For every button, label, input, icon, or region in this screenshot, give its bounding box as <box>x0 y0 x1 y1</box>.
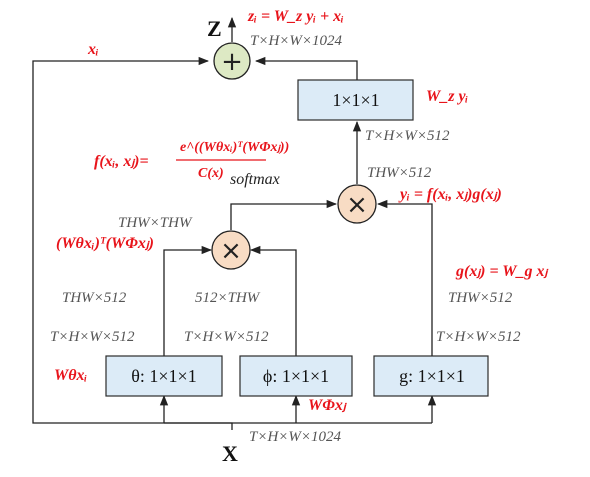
wz-to-add <box>254 56 358 80</box>
x-label: X <box>222 441 238 466</box>
softmax-equation: f(xᵢ, xⱼ)= e^((Wθxᵢ)ᵀ(WΦxⱼ)) C(x) softma… <box>94 140 289 188</box>
matmul-operator-attention: × <box>211 230 251 270</box>
g-reshaped-dim: THW×512 <box>448 290 513 306</box>
g-to-matmul <box>376 199 433 356</box>
phi-conv-label: ϕ: 1×1×1 <box>263 366 329 386</box>
softmax-denominator: C(x) <box>198 166 224 181</box>
g-conv-box: g: 1×1×1 <box>373 355 489 397</box>
softmax-label: softmax <box>230 171 280 188</box>
theta-out-dim: T×H×W×512 <box>50 329 135 345</box>
wz-conv-box: 1×1×1 <box>297 79 414 121</box>
phi-reshaped-dim: 512×THW <box>195 290 261 306</box>
attention-to-matmul <box>230 199 338 230</box>
dot-product-annotation: (Wθxᵢ)ᵀ(WΦxⱼ) <box>56 235 154 252</box>
theta-conv-label: θ: 1×1×1 <box>131 366 196 386</box>
matmul-symbol-1: × <box>220 236 242 266</box>
matmul-symbol-2: × <box>346 190 368 220</box>
phi-conv-box: ϕ: 1×1×1 <box>239 355 353 397</box>
z-label: Z <box>207 16 222 41</box>
phi-to-matmul <box>249 245 297 356</box>
theta-conv-box: θ: 1×1×1 <box>105 355 223 397</box>
y-reshaped-dim: THW×512 <box>367 165 432 181</box>
softmax-eq-lhs: f(xᵢ, xⱼ)= <box>94 153 149 170</box>
wz-conv-label: 1×1×1 <box>332 90 379 110</box>
add-symbol: + <box>221 47 243 77</box>
g-out-dim: T×H×W×512 <box>436 329 521 345</box>
softmax-numerator: e^((Wθxᵢ)ᵀ(WΦxⱼ)) <box>180 140 289 155</box>
zi-equation: zᵢ = W_z yᵢ + xᵢ <box>247 8 344 25</box>
wtheta-annotation: Wθxᵢ <box>54 367 88 384</box>
wzyi-annotation: W_z yᵢ <box>426 88 469 105</box>
z-dim: T×H×W×1024 <box>250 33 343 49</box>
xi-annotation: xᵢ <box>87 41 99 58</box>
theta-to-matmul <box>163 245 213 356</box>
phi-out-dim: T×H×W×512 <box>184 329 269 345</box>
gxj-equation: g(xⱼ) = W_g xⱼ <box>455 263 549 280</box>
add-operator: + <box>213 42 251 80</box>
attention-dim: THW×THW <box>118 215 193 231</box>
yi-equation: yᵢ = f(xᵢ, xⱼ)g(xⱼ) <box>398 186 502 203</box>
x-dim: T×H×W×1024 <box>249 429 342 445</box>
g-conv-label: g: 1×1×1 <box>399 366 465 386</box>
residual-path <box>32 56 233 430</box>
y-out-dim: T×H×W×512 <box>365 128 450 144</box>
matmul-operator-output: × <box>337 184 377 224</box>
wphi-annotation: WΦxⱼ <box>308 397 347 414</box>
theta-reshaped-dim: THW×512 <box>62 290 127 306</box>
